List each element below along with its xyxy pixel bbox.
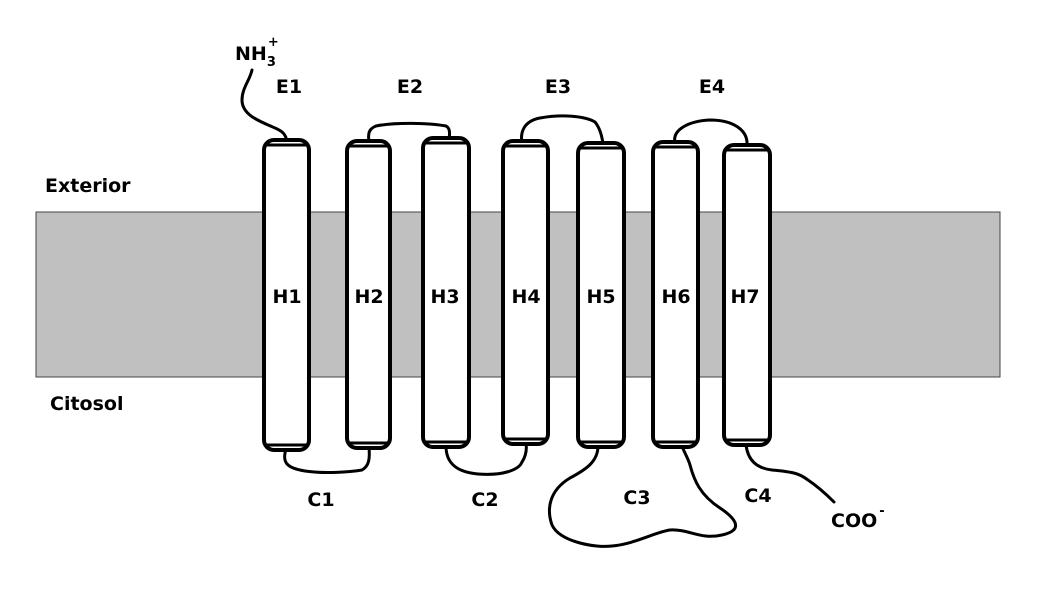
n-terminus-base: NH (235, 43, 267, 65)
n-terminal-tail (240, 68, 289, 144)
c-terminus-superscript: - (879, 504, 884, 519)
helix-4-label: H4 (511, 286, 540, 308)
helix-5: H5 (576, 141, 626, 449)
n-terminus-label: NH3 + (235, 35, 279, 70)
n-terminus-subscript: 3 (267, 55, 276, 70)
helix-1: H1 (262, 138, 311, 452)
helix-1-label: H1 (272, 286, 301, 308)
loop-e2-path (367, 121, 452, 144)
loop-c4-label: C4 (744, 485, 771, 507)
n-terminus-superscript: + (268, 35, 279, 50)
helix-6: H6 (651, 140, 700, 449)
loop-e4-label: E4 (699, 76, 725, 98)
loop-c1-path (283, 445, 371, 475)
c-terminus-base: COO (831, 510, 877, 532)
helix-7-label: H7 (730, 286, 759, 308)
helix-5-body (576, 141, 626, 449)
loop-e3-path (520, 114, 605, 146)
c-terminus-label: COO- (831, 504, 885, 532)
helix-4-body (501, 139, 550, 446)
loop-c2-label: C2 (471, 489, 498, 511)
helix-2-body (345, 139, 392, 450)
helix-2-label: H2 (354, 286, 383, 308)
loop-c2-path (444, 441, 528, 476)
loop-e3-label: E3 (545, 76, 571, 98)
helix-4: H4 (501, 139, 550, 446)
helix-3-label: H3 (430, 286, 459, 308)
helix-5-label: H5 (586, 286, 615, 308)
loop-c3-label: C3 (623, 487, 650, 509)
helix-2: H2 (345, 139, 392, 450)
loop-c4-path (744, 443, 836, 504)
helix-7: H7 (722, 143, 772, 447)
helix-6-body (651, 140, 700, 449)
helix-1-body (262, 138, 311, 452)
cytosol-label: Citosol (50, 393, 123, 415)
helix-7-body (722, 143, 772, 447)
helix-6-label: H6 (661, 286, 690, 308)
helix-3: H3 (421, 136, 471, 449)
loop-e4-path (673, 118, 749, 147)
exterior-label: Exterior (45, 175, 131, 197)
loop-c3-path (547, 444, 737, 548)
loop-e2-label: E2 (397, 76, 423, 98)
helix-3-body (421, 136, 471, 449)
loop-c1-label: C1 (307, 489, 334, 511)
loop-e1-label: E1 (276, 76, 302, 98)
